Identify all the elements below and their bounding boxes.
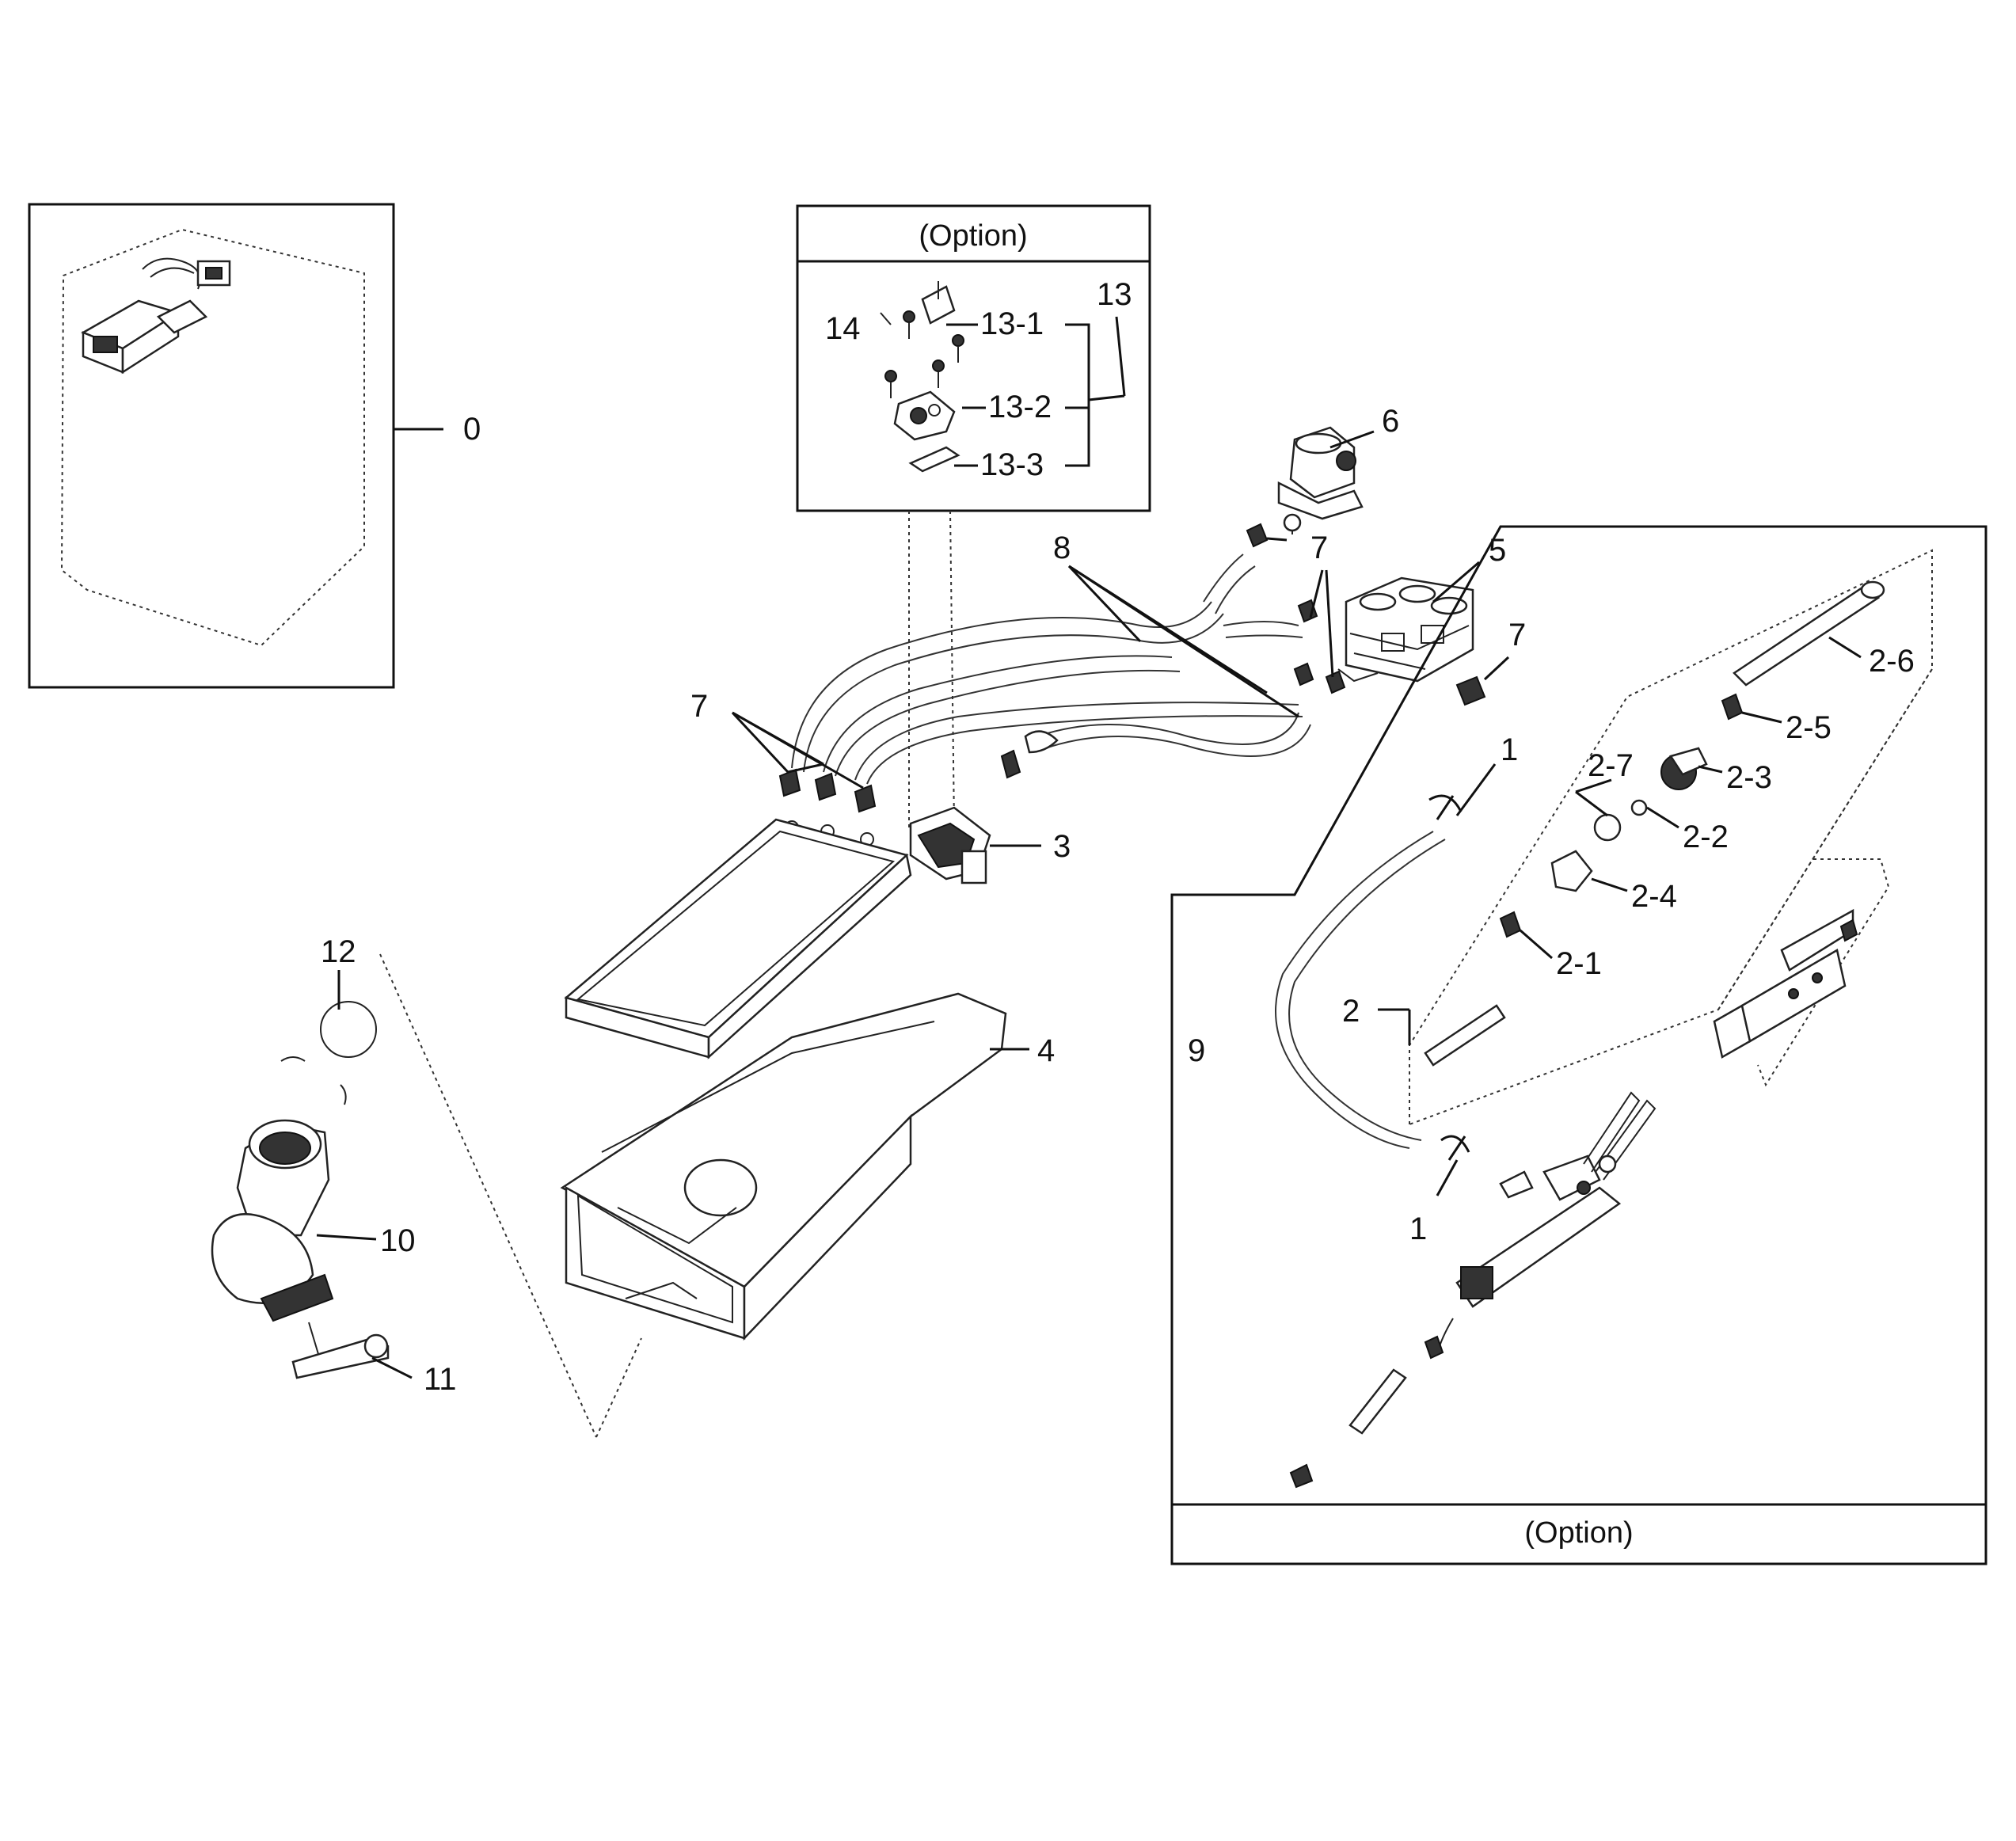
label-2-5: 2-5 (1786, 710, 1832, 745)
part-5-valve: 5 (1337, 533, 1506, 683)
label-7-left: 7 (690, 689, 708, 724)
label-8: 8 (1053, 531, 1071, 565)
label-2-4: 2-4 (1631, 879, 1677, 914)
part-4-housing: 4 (560, 992, 1055, 1341)
option-label-top: (Option) (919, 219, 1027, 253)
label-6: 6 (1382, 404, 1399, 439)
label-2-3: 2-3 (1726, 760, 1772, 795)
part-0-box: 0 (28, 203, 481, 689)
label-2-2: 2-2 (1683, 820, 1729, 854)
part-0-pcb (81, 257, 231, 375)
label-0: 0 (463, 412, 481, 447)
part-13-3-plate (908, 446, 960, 473)
label-10: 10 (380, 1223, 416, 1258)
label-7-top: 7 (1310, 531, 1328, 565)
option-box-top: (Option) 14 13-1 13-2 13-3 (796, 204, 1151, 827)
label-13: 13 (1097, 277, 1132, 312)
label-1-bottom: 1 (1409, 1211, 1427, 1246)
label-13-1: 13-1 (980, 306, 1044, 341)
label-9: 9 (1188, 1033, 1205, 1068)
label-13-3: 13-3 (980, 447, 1044, 482)
label-11: 11 (424, 1362, 457, 1397)
label-12: 12 (321, 934, 356, 969)
hoses-8: 8 (791, 531, 1311, 785)
label-2-1: 2-1 (1556, 946, 1602, 981)
label-2-6: 2-6 (1869, 644, 1915, 679)
part-13-2-body (893, 390, 956, 441)
label-4: 4 (1037, 1033, 1055, 1068)
label-2: 2 (1342, 994, 1360, 1029)
label-5: 5 (1489, 533, 1506, 568)
part-6-valve: 6 (1277, 404, 1399, 534)
label-3: 3 (1053, 829, 1071, 864)
option-box-9: (Option) 9 1 1 2 2-1 2-4 2-7 (1170, 525, 1987, 1565)
part-3-cover: 3 (564, 806, 1071, 1059)
clamps-7-left: 7 (690, 689, 1059, 846)
label-14: 14 (825, 311, 861, 346)
part-14-screws (884, 310, 964, 398)
label-2-7: 2-7 (1588, 748, 1634, 783)
clamps-7-right: 7 7 (1246, 523, 1526, 706)
part-13-1-clip (921, 281, 956, 325)
label-13-2: 13-2 (988, 390, 1052, 424)
label-1-top: 1 (1501, 732, 1518, 767)
label-7-right: 7 (1508, 618, 1526, 652)
bellows-group: 12 10 11 (211, 934, 642, 1438)
option-label-bottom: (Option) (1524, 1516, 1633, 1550)
